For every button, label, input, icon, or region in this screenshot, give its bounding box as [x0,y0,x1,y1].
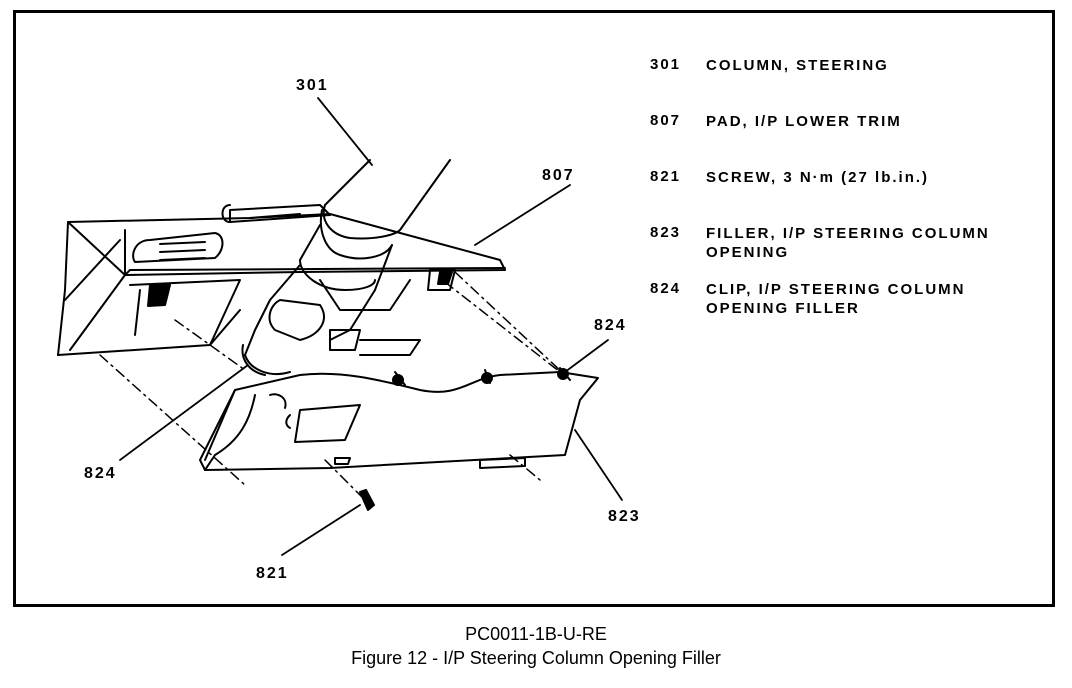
legend-description: PAD, I/P LOWER TRIM [706,113,902,130]
figure-frame [13,10,1055,607]
legend-description: COLUMN, STEERING [706,57,889,74]
legend-description: SCREW, 3 N·m (27 lb.in.) [706,169,930,186]
figure-title: Figure 12 - I/P Steering Column Opening … [351,648,721,668]
column-opening-filler [199,367,599,471]
callout-823: 823 [608,508,641,525]
legend-number: 807 [650,112,682,129]
callout-824-right: 824 [594,317,627,334]
lower-trim-pad [57,213,506,356]
leader-lines [119,97,623,556]
callout-821: 821 [256,565,289,582]
callout-824-left: 824 [84,465,117,482]
legend-number: 824 [650,280,682,297]
legend-description: CLIP, I/P STEERING COLUMN OPENING FILLER [706,281,966,317]
exploded-view-illustration [57,97,623,556]
alignment-lines [99,271,566,501]
screw-part [359,489,375,511]
figure-code: PC0011-1B-U-RE [465,624,607,644]
legend-description: FILLER, I/P STEERING COLUMN OPENING [706,225,990,261]
legend-number: 821 [650,168,682,185]
legend-number: 301 [650,56,682,73]
callout-807: 807 [542,167,575,184]
callout-301: 301 [296,77,329,94]
steering-column [221,159,451,376]
legend-number: 823 [650,224,682,241]
